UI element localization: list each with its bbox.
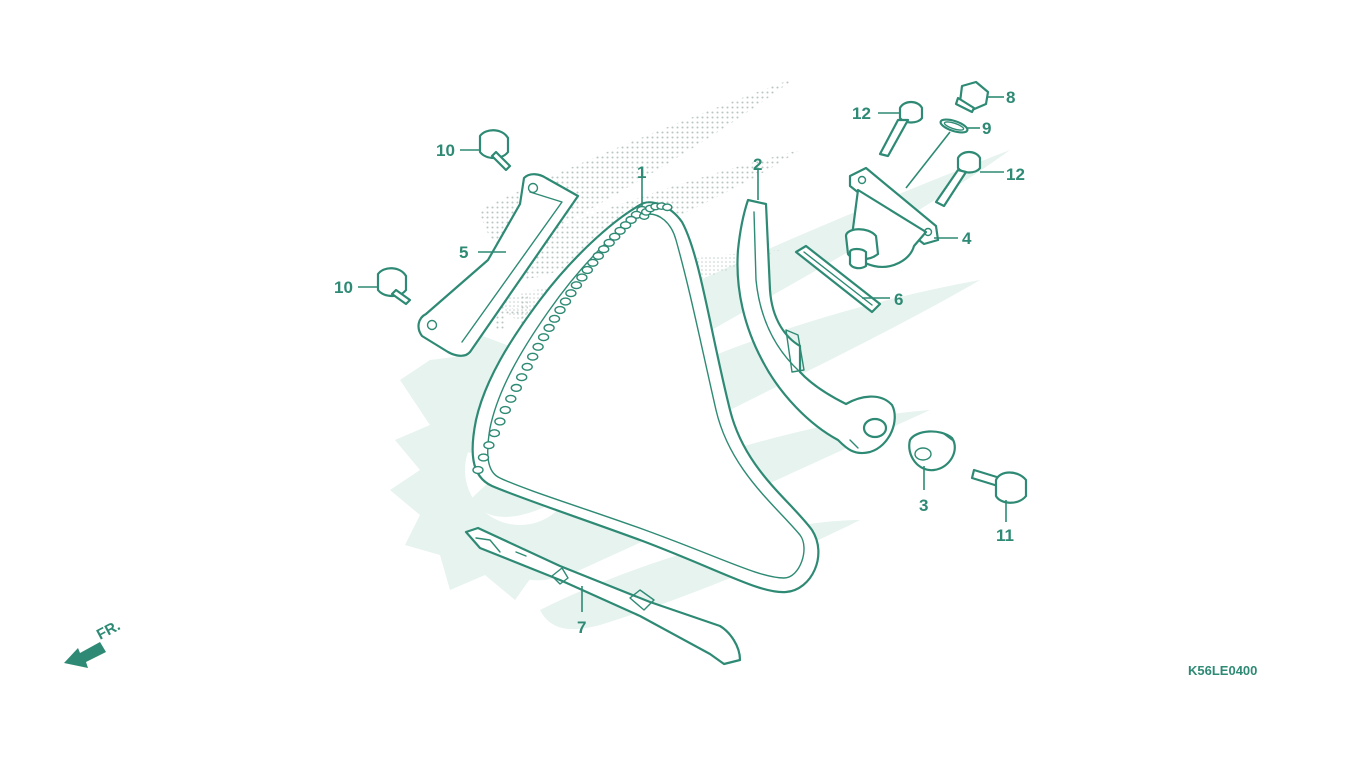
callout-2: 2 — [753, 155, 762, 174]
chain-link — [662, 203, 673, 212]
chain-link — [554, 305, 566, 315]
chain-link — [543, 323, 555, 333]
chain-link — [483, 441, 495, 450]
tensioner-lifter-gasket — [794, 244, 882, 314]
callout-12-left: 12 — [852, 104, 871, 123]
chain-link — [619, 221, 632, 230]
chain-link — [472, 465, 484, 475]
chain-link — [598, 245, 610, 254]
front-arrow-icon — [64, 642, 106, 668]
cam-chain-guide — [464, 526, 742, 666]
chain-link — [559, 297, 572, 306]
chain-link — [477, 453, 490, 462]
chain-link — [537, 333, 550, 342]
drawing-code: K56LE0400 — [1188, 663, 1257, 678]
chain-link — [505, 394, 517, 403]
callout-5: 5 — [459, 243, 468, 262]
chain-link — [488, 429, 501, 438]
cam-chain — [471, 201, 820, 594]
callout-7: 7 — [577, 618, 586, 637]
chain-link — [581, 265, 593, 275]
tensioner-lifter-bolt-left — [878, 100, 924, 158]
chain-link — [499, 405, 511, 415]
callout-6: 6 — [894, 290, 903, 309]
chain-link — [614, 226, 626, 235]
chain-link — [570, 281, 583, 290]
guide-plate-bolt-upper — [478, 129, 512, 172]
callout-11: 11 — [996, 526, 1014, 545]
cam-chain-tensioner-lifter — [844, 166, 940, 270]
callout-10-upper: 10 — [436, 141, 455, 160]
chain-link — [527, 352, 539, 361]
callout-layer: 1 2 3 4 5 6 7 8 9 10 10 11 — [334, 88, 1025, 637]
chain-link — [592, 251, 604, 261]
callout-1: 1 — [637, 163, 646, 182]
chain-link — [625, 215, 637, 225]
o-ring — [939, 118, 969, 134]
chain-link — [548, 314, 561, 323]
chain-link — [609, 232, 621, 241]
chain-link — [516, 373, 528, 382]
chain-link — [510, 383, 522, 393]
guide-plate-bolt-lower — [376, 267, 412, 306]
chain-link — [521, 362, 533, 371]
front-label: FR. — [94, 617, 123, 643]
chain-links — [472, 202, 673, 475]
tensioner-lifter-bolt-right — [934, 150, 982, 208]
callout-12-right: 12 — [1006, 165, 1025, 184]
chain-link — [565, 289, 577, 298]
callout-10-lower: 10 — [334, 278, 353, 297]
callout-3: 3 — [919, 496, 928, 515]
callout-4: 4 — [962, 229, 972, 248]
cam-chain-guide-plate — [417, 173, 580, 357]
cam-chain-tensioner-slipper — [736, 198, 896, 455]
tensioner-pivot-collar — [908, 430, 956, 472]
sealing-bolt — [954, 80, 990, 114]
chain-link — [603, 238, 615, 247]
chain-link — [494, 417, 506, 426]
callout-8: 8 — [1006, 88, 1015, 107]
chain-link — [576, 273, 588, 282]
callout-9: 9 — [982, 119, 991, 138]
front-direction-indicator: FR. — [64, 617, 123, 668]
chain-link — [532, 342, 544, 351]
chain-link — [587, 258, 599, 267]
tensioner-pivot-bolt — [970, 468, 1028, 504]
